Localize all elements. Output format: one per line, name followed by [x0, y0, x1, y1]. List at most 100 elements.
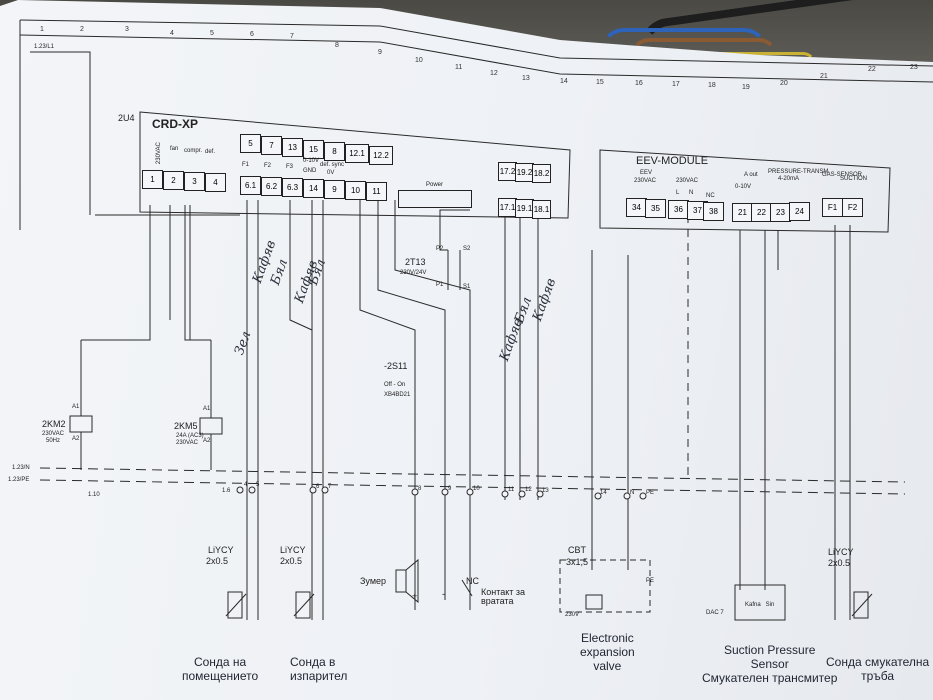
terminal-10: 10 [345, 181, 366, 200]
tn-7: 7 [328, 484, 332, 490]
col-1: 1 [40, 26, 44, 33]
terminal-14: 14 [303, 179, 324, 198]
buzzer-plus: + [412, 591, 418, 601]
terminal-1: 1 [142, 170, 163, 189]
switch-id: -2S11 [384, 361, 408, 371]
col-12: 12 [490, 70, 498, 77]
col-6: 6 [250, 31, 254, 38]
km2-id: 2KM2 [42, 419, 66, 429]
switch-part: XB4BD21 [384, 392, 411, 398]
controller-name: CRD-XP [152, 117, 199, 131]
terminal-15: 15 [303, 140, 324, 159]
km5-rating: 24A (AC3) [176, 433, 204, 439]
eev-terminal-23: 23 [770, 203, 791, 222]
col-5: 5 [210, 30, 214, 37]
terminal-11: 11 [366, 182, 387, 201]
col-14: 14 [560, 78, 568, 85]
km5-id: 2KM5 [174, 421, 198, 431]
transformer-s2: S2 [463, 246, 471, 252]
label-gnd: GND [303, 168, 317, 174]
label-power: Power [426, 182, 444, 188]
col-11: 11 [455, 64, 463, 71]
label-f2: F2 [264, 163, 272, 169]
label-def: def. [205, 149, 216, 155]
eev-terminal-f1: F1 [822, 198, 843, 217]
cbt-size: 3x1,5 [566, 557, 589, 567]
eev-ma: 4-20mA [778, 176, 800, 182]
cable3-size: 2x0.5 [828, 558, 851, 568]
eev-label: EEV [640, 170, 653, 176]
cable2-type: LiYCY [280, 545, 306, 555]
rail-n: 1.23/N [12, 465, 30, 471]
eev-terminal-24: 24 [789, 202, 810, 221]
km2-a1: A1 [72, 404, 80, 410]
caption-evap-probe: Сонда в изпарител [290, 655, 348, 683]
tn-5: 5 [256, 482, 260, 488]
cbt-pe: PE [646, 578, 655, 584]
transformer-p2: P2 [436, 246, 444, 252]
transformer-p1: P1 [436, 282, 444, 288]
tn-13: 13 [542, 488, 549, 494]
col-13: 13 [522, 75, 530, 82]
km5-volt: 230VAC [176, 440, 198, 446]
col-22: 22 [868, 66, 876, 73]
power-terminals [398, 190, 472, 208]
km5-a1: A1 [203, 406, 211, 412]
terminal-2: 2 [163, 171, 184, 190]
door-nc: NC [466, 576, 479, 586]
eev-terminal-36: 36 [668, 200, 689, 219]
col-4: 4 [170, 30, 174, 37]
transformer-id: 2T13 [405, 257, 426, 267]
terminal-3: 3 [184, 172, 205, 191]
tn-14: 14 [600, 490, 607, 496]
tn-12: 12 [525, 487, 532, 493]
eev-nc: NC [706, 193, 715, 199]
door-label: Контакт за вратата [481, 587, 526, 607]
eev-terminal-38: 38 [703, 202, 724, 221]
eev-n: N [689, 190, 694, 196]
eev-suction: SUCTION [840, 176, 867, 182]
cable-brown [630, 38, 778, 76]
col-15: 15 [596, 79, 604, 86]
eev-terminal-22: 22 [751, 203, 772, 222]
km2-rating: 230VAC [42, 431, 64, 437]
col-20: 20 [780, 80, 788, 87]
tn-pe: PE [646, 490, 655, 496]
sheet-ref: 1.23/L1 [34, 44, 55, 50]
eev-name: EEV-MODULE [636, 155, 709, 167]
col-8: 8 [335, 42, 339, 49]
cbt-label: CBT [568, 545, 586, 555]
label-ov: 0V [327, 170, 335, 176]
eev-230v: 230VAC [634, 178, 656, 184]
transformer-ratio: 230V/24V [400, 270, 427, 276]
cbt-v: 230V [565, 612, 580, 618]
eev-zero: 0-10V [735, 184, 752, 190]
terminal-13: 13 [282, 138, 303, 157]
relay-18-1: 18.1 [532, 200, 551, 219]
eev-l: L [676, 190, 680, 196]
rail-pe: 1.23/PE [8, 477, 30, 483]
eev-pt: PRESSURE-TRANSM. [768, 169, 831, 175]
col-18: 18 [708, 82, 716, 89]
tn-8: 8 [418, 486, 422, 492]
eev-terminal-37: 37 [687, 201, 708, 220]
terminal-6-2: 6.2 [261, 177, 282, 196]
caption-valve: Electronic expansion valve [580, 631, 635, 673]
terminal-6-1: 6.1 [240, 176, 261, 195]
tn-n: N [630, 490, 635, 496]
label-230v: 230VAC [155, 142, 162, 165]
col-2: 2 [80, 26, 84, 33]
cable-yellow [700, 52, 816, 78]
buzzer-label: Зумер [360, 576, 387, 586]
eev-230v-2: 230VAC [676, 178, 698, 184]
eev-terminal-35: 35 [645, 199, 666, 218]
cable2-size: 2x0.5 [280, 556, 303, 566]
eev-aout: A out [744, 172, 758, 178]
col-3: 3 [125, 26, 129, 33]
dac-pins: Kafna Sin [745, 602, 775, 608]
tn-9: 9 [448, 486, 452, 492]
eev-gas: GAS-SENSOR [822, 172, 863, 178]
col-9: 9 [378, 49, 382, 56]
